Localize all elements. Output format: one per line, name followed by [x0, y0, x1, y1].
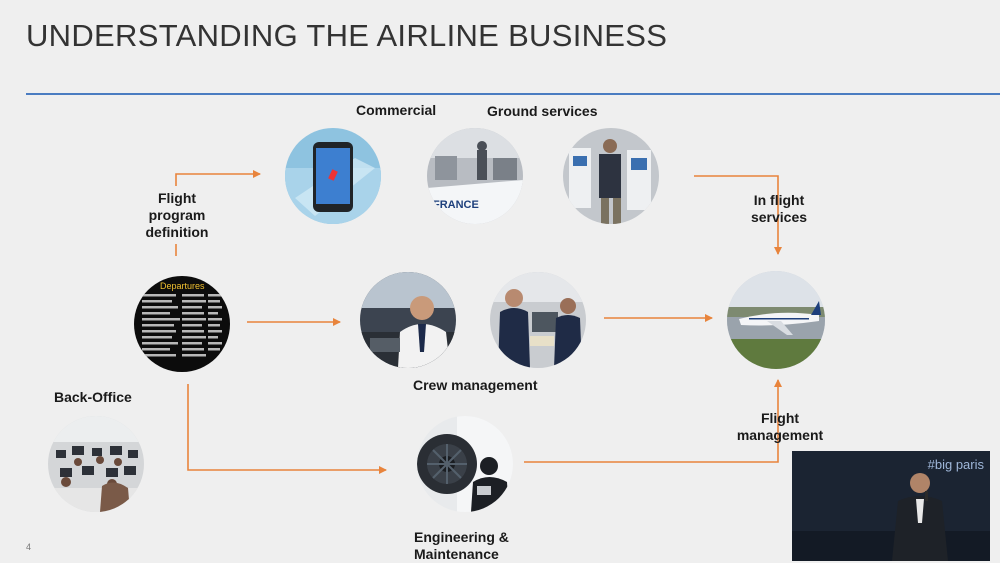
- speaker-video-overlay: #big paris: [792, 451, 990, 561]
- svg-text:FRANCE: FRANCE: [433, 199, 479, 211]
- airplane-image: [727, 271, 825, 369]
- label-back-office: Back-Office: [54, 389, 132, 405]
- arrow-departures-to-engineering: [187, 384, 387, 474]
- label-engineering: Engineering & Maintenance: [414, 529, 509, 562]
- arrow-engineering-to-plane: [524, 379, 782, 463]
- page-number: 4: [26, 542, 32, 552]
- back-office-image: [48, 416, 144, 512]
- slide-title: UNDERSTANDING THE AIRLINE BUSINESS: [26, 18, 668, 53]
- label-flight-management: Flight management: [736, 410, 824, 443]
- label-in-flight: In flight services: [750, 192, 808, 225]
- video-hashtag: #big paris: [927, 457, 984, 472]
- label-ground-services: Ground services: [487, 103, 598, 119]
- label-crew-management: Crew management: [413, 377, 538, 393]
- arrow-ground-to-plane: [694, 175, 782, 255]
- speaker-figure: [792, 473, 990, 561]
- title-rule: [26, 93, 1000, 95]
- departures-header: Departures: [160, 281, 205, 291]
- label-flight-program: Flight program definition: [145, 190, 209, 240]
- engineering-image: [417, 416, 513, 512]
- arrow-program-to-commercial: [175, 170, 261, 186]
- label-commercial: Commercial: [356, 102, 437, 118]
- crew-pilot-image: [360, 272, 456, 368]
- crew-attendants-image: [490, 272, 586, 368]
- ground-kiosk-image: [563, 128, 659, 224]
- commercial-phone-image: [285, 128, 381, 224]
- ground-counter-image: FRANCE: [427, 128, 523, 224]
- departures-board-image: Departures: [134, 276, 230, 372]
